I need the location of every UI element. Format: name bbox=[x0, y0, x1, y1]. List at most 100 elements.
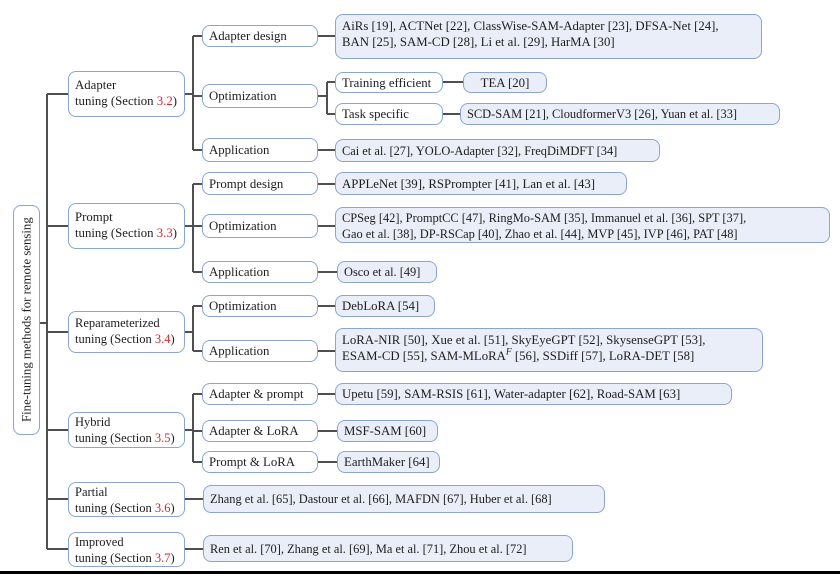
node-label: Optimization bbox=[209, 89, 277, 103]
leaf-adapter-lora-refs: MSF-SAM [60] bbox=[337, 420, 438, 442]
label-text: ) bbox=[170, 500, 175, 515]
node-label: Application bbox=[209, 265, 270, 279]
label-text: ) bbox=[170, 331, 175, 346]
label-text: tuning (Section bbox=[75, 430, 155, 445]
root-label: Fine-tuning methods for remote sensing bbox=[19, 217, 34, 423]
node-prompt-tuning: Prompt tuning (Section 3.3) bbox=[68, 203, 185, 249]
node-label: tuning (Section 3.4) bbox=[75, 332, 182, 348]
node-training-efficient: Training efficient bbox=[335, 72, 443, 93]
label-text: tuning (Section bbox=[75, 500, 155, 515]
leaf-prompt-lora-refs: EarthMaker [64] bbox=[337, 451, 440, 473]
reference-list: SCD-SAM [21], CloudformerV3 [26], Yuan e… bbox=[467, 107, 738, 121]
section-number: 3.5 bbox=[154, 430, 171, 445]
node-label: Prompt bbox=[75, 210, 113, 224]
node-label: tuning (Section 3.6) bbox=[75, 501, 182, 517]
leaf-partial-tuning-refs: Zhang et al. [65], Dastour et al. [66], … bbox=[203, 485, 605, 513]
reference-list: Upetu [59], SAM-RSIS [61], Water-adapter… bbox=[342, 387, 681, 401]
label-text: ) bbox=[172, 226, 178, 240]
leaf-application-reparam-refs: LoRA-NIR [50], Xue et al. [51], SkyEyeGP… bbox=[335, 328, 763, 372]
section-number: 3.3 bbox=[156, 226, 173, 240]
node-adapter-and-lora: Adapter & LoRA bbox=[202, 420, 318, 442]
leaf-training-efficient-refs: TEA [20] bbox=[463, 72, 547, 93]
node-optimization-adapter: Optimization bbox=[202, 84, 318, 108]
node-label: tuning (Section 3.7) bbox=[75, 551, 182, 567]
node-label: Optimization bbox=[209, 219, 277, 233]
reference-list: MSF-SAM [60] bbox=[344, 424, 427, 438]
node-label: Adapter bbox=[75, 78, 117, 92]
node-prompt-design: Prompt design bbox=[202, 172, 318, 195]
reference-list: DebLoRA [54] bbox=[342, 299, 420, 313]
reference-list: Gao et al. [38], DP-RSCap [40], Zhao et … bbox=[342, 227, 738, 241]
leaf-application-adapter-refs: Cai et al. [27], YOLO-Adapter [32], Freq… bbox=[335, 139, 660, 162]
reference-list: TEA [20] bbox=[480, 75, 530, 90]
label-text: ) bbox=[172, 94, 178, 108]
node-label: Application bbox=[209, 143, 270, 157]
node-label: Adapter & prompt bbox=[209, 387, 304, 401]
section-number: 3.6 bbox=[154, 500, 171, 515]
root-node: Fine-tuning methods for remote sensing bbox=[13, 205, 40, 435]
reference-list: APPLeNet [39], RSPrompter [41], Lan et a… bbox=[342, 176, 596, 191]
label-text: tuning (Section bbox=[75, 550, 155, 565]
node-optimization-reparam: Optimization bbox=[202, 295, 318, 317]
reference-list: BAN [25], SAM-CD [28], Li et al. [29], H… bbox=[342, 35, 615, 49]
reference-list: AiRs [19], ACTNet [22], ClassWise-SAM-Ad… bbox=[342, 19, 719, 33]
node-label: Adapter & LoRA bbox=[209, 424, 299, 438]
node-label: Prompt design bbox=[209, 176, 284, 191]
node-application-adapter: Application bbox=[202, 138, 318, 162]
leaf-improved-tuning-refs: Ren et al. [70], Zhang et al. [69], Ma e… bbox=[203, 535, 573, 562]
node-adapter-design: Adapter design bbox=[202, 25, 318, 47]
node-label: Hybrid bbox=[75, 415, 111, 429]
reference-list: Osco et al. [49] bbox=[344, 265, 421, 279]
node-label: Partial bbox=[75, 485, 108, 499]
reference-list: CPSeg [42], PromptCC [47], RingMo-SAM [3… bbox=[342, 211, 747, 225]
node-task-specific: Task specific bbox=[335, 103, 443, 125]
bottom-rule bbox=[0, 571, 840, 574]
node-improved-tuning: Improved tuning (Section 3.7) bbox=[68, 532, 185, 567]
section-number: 3.4 bbox=[154, 331, 171, 346]
node-adapter-and-prompt: Adapter & prompt bbox=[202, 383, 318, 405]
leaf-adapter-prompt-refs: Upetu [59], SAM-RSIS [61], Water-adapter… bbox=[335, 383, 732, 405]
node-reparameterized-tuning: Reparameterized tuning (Section 3.4) bbox=[68, 311, 185, 353]
section-number: 3.7 bbox=[154, 550, 171, 565]
node-label: Task specific bbox=[342, 107, 409, 121]
connector-line-group bbox=[40, 35, 463, 550]
superscript-f: F bbox=[505, 347, 512, 358]
label-text: tuning (Section bbox=[75, 331, 155, 346]
node-adapter-tuning: Adapter tuning (Section 3.2) bbox=[68, 71, 185, 117]
reference-text: ESAM-CD [55], SAM-MLoRA bbox=[342, 349, 506, 363]
node-optimization-prompt: Optimization bbox=[202, 214, 318, 238]
reference-list: ESAM-CD [55], SAM-MLoRAF [56], SSDiff [5… bbox=[342, 348, 758, 364]
leaf-adapter-design-refs: AiRs [19], ACTNet [22], ClassWise-SAM-Ad… bbox=[335, 14, 762, 59]
node-label: Application bbox=[209, 344, 270, 358]
leaf-optimization-prompt-refs: CPSeg [42], PromptCC [47], RingMo-SAM [3… bbox=[335, 207, 830, 243]
node-label: tuning (Section 3.2) bbox=[75, 93, 182, 109]
node-label: tuning (Section 3.5) bbox=[75, 431, 182, 447]
section-number: 3.2 bbox=[156, 94, 173, 108]
leaf-optimization-reparam-refs: DebLoRA [54] bbox=[335, 295, 435, 317]
leaf-application-prompt-refs: Osco et al. [49] bbox=[337, 261, 437, 283]
node-label: tuning (Section 3.3) bbox=[75, 225, 182, 241]
reference-list: Cai et al. [27], YOLO-Adapter [32], Freq… bbox=[342, 143, 618, 158]
reference-text: [56], SSDiff [57], LoRA-DET [58] bbox=[511, 349, 695, 363]
node-label: Reparameterized bbox=[75, 316, 160, 330]
leaf-task-specific-refs: SCD-SAM [21], CloudformerV3 [26], Yuan e… bbox=[460, 103, 780, 125]
leaf-prompt-design-refs: APPLeNet [39], RSPrompter [41], Lan et a… bbox=[335, 172, 627, 195]
label-text: tuning (Section bbox=[75, 226, 157, 240]
label-text: ) bbox=[170, 550, 175, 565]
node-prompt-and-lora: Prompt & LoRA bbox=[202, 451, 318, 473]
node-partial-tuning: Partial tuning (Section 3.6) bbox=[68, 482, 185, 517]
label-text: ) bbox=[170, 430, 175, 445]
label-text: tuning (Section bbox=[75, 94, 157, 108]
node-label: Optimization bbox=[209, 299, 277, 313]
node-application-reparam: Application bbox=[202, 340, 318, 362]
reference-list: Ren et al. [70], Zhang et al. [69], Ma e… bbox=[210, 541, 527, 556]
node-hybrid-tuning: Hybrid tuning (Section 3.5) bbox=[68, 412, 185, 448]
node-label: Training efficient bbox=[342, 75, 432, 90]
reference-list: LoRA-NIR [50], Xue et al. [51], SkyEyeGP… bbox=[342, 333, 706, 347]
reference-list: Zhang et al. [65], Dastour et al. [66], … bbox=[210, 492, 552, 506]
reference-list: EarthMaker [64] bbox=[344, 455, 430, 469]
node-label: Improved bbox=[75, 535, 124, 549]
node-application-prompt: Application bbox=[202, 261, 318, 283]
